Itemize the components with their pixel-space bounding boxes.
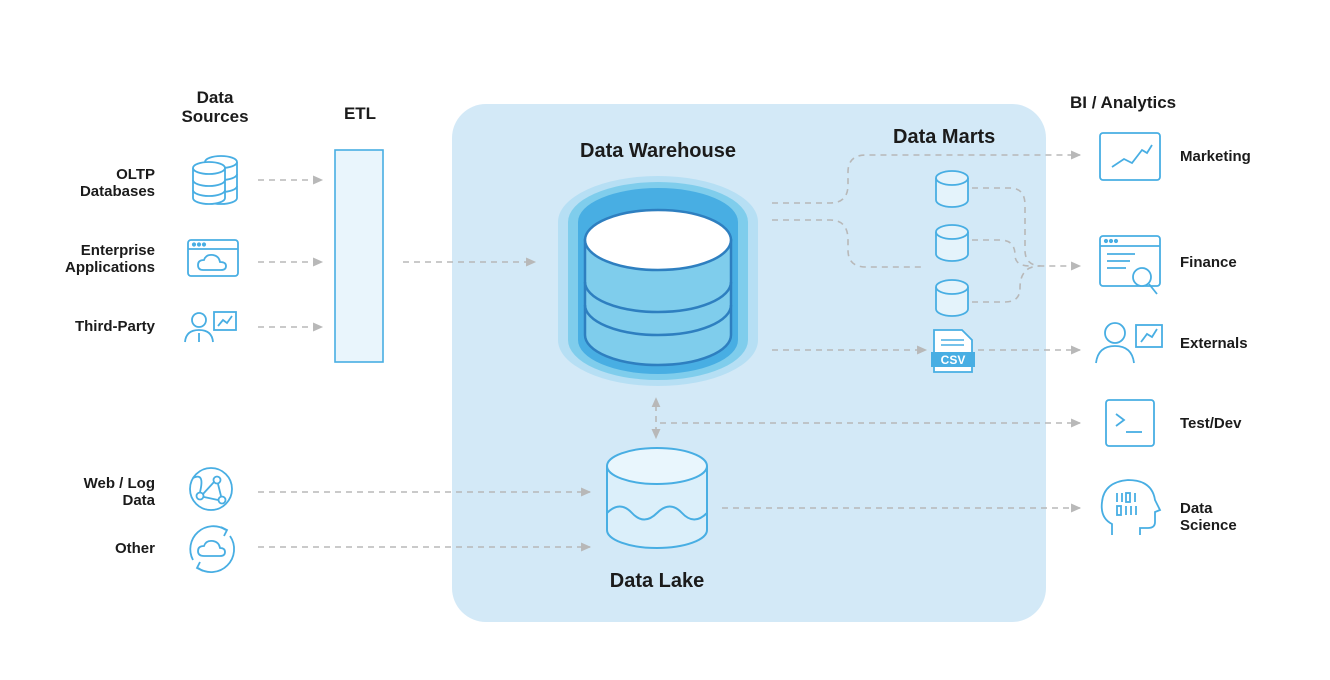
- source-label-oltp: OLTP Databases: [79, 166, 155, 200]
- data-lake-icon: [606, 447, 708, 549]
- connectors: [258, 150, 1082, 552]
- etl-box: [334, 149, 384, 363]
- data-sources-header: Data Sources: [181, 88, 249, 126]
- etl-header: ETL: [343, 104, 377, 123]
- person-chart-icon: [184, 311, 237, 343]
- terminal-icon: [1105, 399, 1155, 447]
- connector-warehouse-finance: [772, 219, 925, 268]
- database-stack-icon: [192, 155, 238, 205]
- data-mart-icon: [935, 170, 969, 208]
- ai-head-icon: [1100, 479, 1162, 535]
- csv-label: CSV: [941, 353, 966, 367]
- data-marts-title: Data Marts: [893, 126, 996, 148]
- data-warehouse-icon: [558, 176, 758, 386]
- csv-file-icon: CSV: [931, 329, 975, 373]
- source-label-enterprise-apps: Enterprise Applications: [64, 242, 155, 276]
- output-label-data-science: Data Science: [1180, 500, 1237, 534]
- data-lake-title: Data Lake: [609, 570, 705, 592]
- output-label-marketing: Marketing: [1180, 148, 1251, 165]
- cloud-sync-icon: [189, 525, 235, 573]
- data-mart-icon: [935, 279, 969, 317]
- bi-analytics-header: BI / Analytics: [1070, 93, 1177, 112]
- network-globe-icon: [189, 467, 233, 511]
- output-label-externals: Externals: [1180, 335, 1248, 352]
- cloud-window-icon: [187, 239, 239, 277]
- source-label-other: Other: [114, 540, 155, 557]
- output-label-finance: Finance: [1180, 254, 1237, 271]
- data-mart-icon: [935, 224, 969, 262]
- output-label-test-dev: Test/Dev: [1180, 415, 1242, 432]
- connector-mart3-finance: [972, 265, 1041, 303]
- report-search-icon: [1099, 235, 1161, 295]
- data-mart-cylinders: [935, 170, 969, 317]
- source-label-third-party: Third-Party: [74, 318, 155, 335]
- data-warehouse-title: Data Warehouse: [580, 140, 736, 162]
- person-chart-icon: [1095, 322, 1163, 364]
- source-label-web-log: Web / Log Data: [83, 475, 155, 509]
- connector-mart1-finance: [972, 187, 1082, 271]
- connector-warehouse-marketing: [772, 150, 1082, 204]
- trend-chart-icon: [1099, 132, 1161, 181]
